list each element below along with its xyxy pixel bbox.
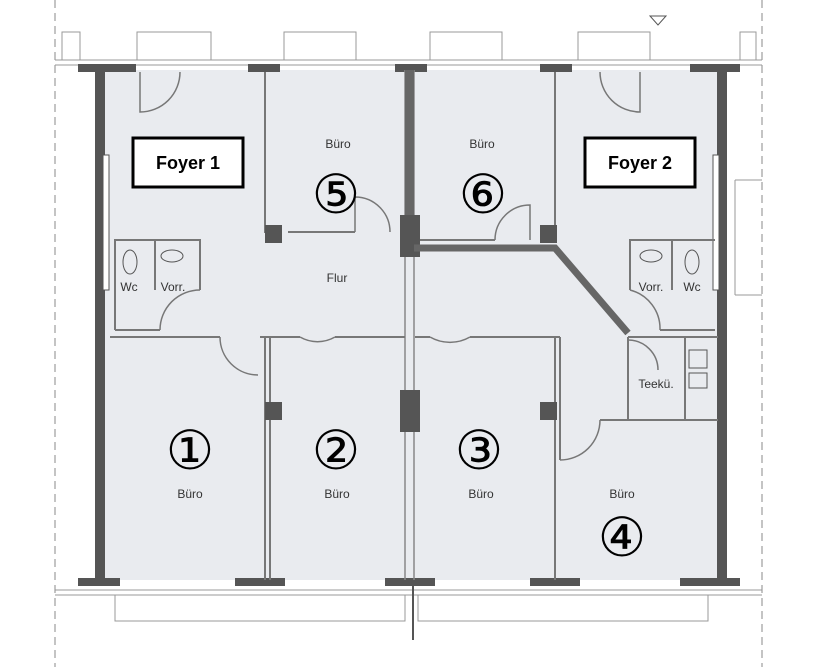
foyer-1-label: Foyer 1 — [156, 153, 220, 173]
foyer-2-label-box — [583, 136, 697, 189]
north-marker-icon — [648, 15, 668, 26]
sink-icon — [639, 249, 663, 263]
toilet-icon — [122, 249, 138, 275]
office-6-label: Büro — [469, 137, 495, 151]
office-3-number: ③ — [455, 419, 503, 482]
teekueche-label: Teekü. — [638, 377, 673, 391]
center-wall — [400, 70, 420, 580]
right-facade — [734, 179, 762, 296]
diagonal-wall — [414, 244, 631, 336]
office-5-number: ⑤ — [312, 163, 360, 226]
office-2-number: ② — [312, 419, 360, 482]
pillars — [265, 225, 557, 420]
toilet-icon — [684, 249, 700, 275]
stove-icon — [688, 349, 708, 369]
window-left — [102, 154, 110, 291]
sink-icon — [160, 249, 184, 263]
top-facade — [55, 31, 762, 66]
wc-left-label: Wc — [120, 280, 137, 294]
wc-right-label: Wc — [683, 280, 700, 294]
sink-icon — [688, 372, 708, 389]
office-3-label: Büro — [468, 487, 494, 501]
office-1-label: Büro — [177, 487, 203, 501]
office-6-number: ⑥ — [459, 163, 507, 226]
doors — [139, 71, 661, 461]
bottom-facade — [55, 585, 762, 640]
sanitary-fixtures — [122, 249, 708, 389]
office-4-label: Büro — [609, 487, 635, 501]
vorraum-right-label: Vorr. — [639, 280, 664, 294]
office-5-label: Büro — [325, 137, 351, 151]
foyer-2-label: Foyer 2 — [608, 153, 672, 173]
window-right — [712, 154, 720, 291]
vorraum-left-label: Vorr. — [161, 280, 186, 294]
hallway-label: Flur — [327, 271, 348, 285]
outer-walls — [78, 64, 740, 586]
office-1-number: ① — [166, 419, 214, 482]
office-4-number: ④ — [598, 506, 646, 569]
office-2-label: Büro — [324, 487, 350, 501]
foyer-1-label-box — [131, 136, 245, 189]
